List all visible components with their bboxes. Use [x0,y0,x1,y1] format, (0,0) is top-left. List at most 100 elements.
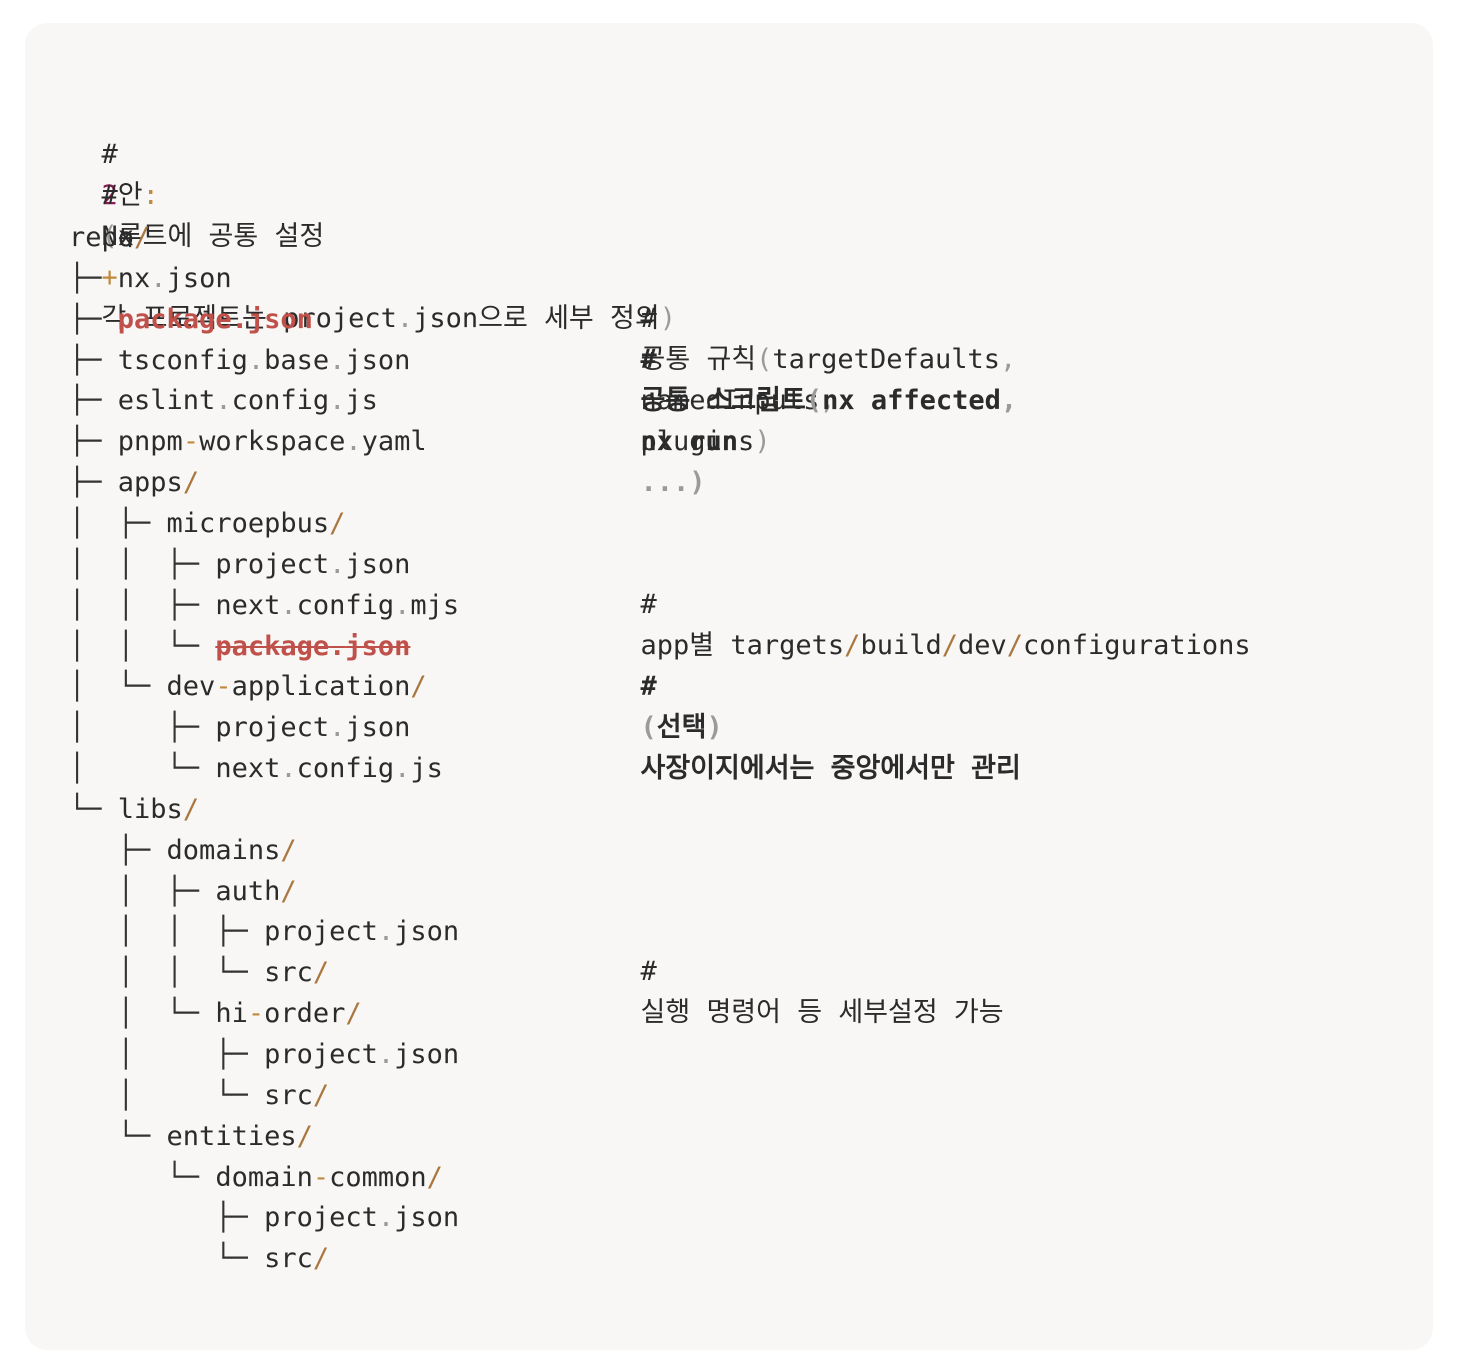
tree-item-name: src [264,1243,313,1275]
tree-line: ├─ project.json [69,1197,459,1238]
tree-item-name: microepbus [166,507,330,539]
comment-auth-project-json: # 실행 명령어 등 세부설정 가능 [608,910,1004,1028]
tree-item-name: eslint.config.js [117,385,378,417]
tree-connector: │ │ ├─ [69,589,216,621]
heading-text-a: 루트에 공통 설정 [117,221,325,252]
heading-line-1: # 2안: Nx [69,93,159,252]
slash: / [1006,630,1024,661]
open-paren: ( [640,712,657,743]
folder-slash: / [410,671,427,703]
tree-connector: │ │ ├─ [69,548,216,580]
tree-connector: └─ [69,1243,265,1275]
folder-slash: / [182,793,200,825]
heading-colon: : [142,180,159,211]
tree-connector: │ ├─ [69,507,167,539]
comment-hash: # [640,344,657,375]
close-paren: ) [659,303,676,334]
comment-text: 실행 명령어 등 세부설정 가능 [640,997,1004,1028]
tree-connector: │ └─ [69,1079,265,1111]
tree-connector: │ │ └─ [69,957,265,989]
command-2: nx run [640,426,739,457]
tree-line: │ └─ src/ [69,1075,329,1116]
tree-line: │ └─ hi-order/ [69,993,362,1034]
tree-connector: └─ [69,793,118,825]
tree-line: ├─ tsconfig.base.json [69,340,410,381]
tree-connector: │ │ └─ [69,630,216,662]
tree-item-name: src [264,1079,313,1111]
folder-slash: / [312,1243,330,1275]
comment-part-2: build [860,630,942,661]
comment-hash: # [640,671,657,702]
tree-item-name: package.json [117,303,313,335]
tree-line: ├─ package.json [69,299,313,340]
tree-item-name: package.json [215,630,411,662]
tree-item-name: libs [117,793,183,825]
tree-item-name: domain-common [215,1161,427,1193]
comment-nx-json: # 공통 규칙(targetDefaults, namedInputs, plu… [608,257,1017,457]
tree-line: │ └─ next.config.js [69,748,443,789]
folder-slash: / [296,1120,313,1152]
tree-connector: ├─ [69,1202,265,1234]
comment-hash: # [640,956,657,987]
tree-connector: │ └─ [69,671,167,703]
tree-line: ├─ nx.json [69,258,232,299]
comment-hash: # [101,139,118,170]
comment-item-2: namedInputs [640,385,820,416]
heading-line-2: # (루트에 공통 설정 + 각 프로젝트는 project.json으로 세부… [69,134,676,334]
comment-part-4: configurations [1023,630,1251,661]
plus-sign: + [101,262,118,293]
tree-connector: └─ [69,1161,216,1193]
tree-line: repo/ [69,217,150,258]
tree-line: │ │ └─ package.json [69,626,410,667]
tree-line: │ │ ├─ project.json [69,911,459,952]
tree-line: ├─ pnpm-workspace.yaml [69,421,427,462]
slash: / [844,630,861,661]
folder-slash: / [134,222,151,253]
tree-connector: ├─ [69,303,118,335]
tree-item-name: src [264,957,313,989]
folder-slash: / [280,875,297,907]
tree-item-name: nx.json [117,262,232,294]
folder-slash: / [329,507,346,539]
folder-slash: / [280,834,297,866]
tree-connector: ├─ [69,467,118,499]
tree-item-name: project.json [264,1202,460,1234]
ellipsis: ... [640,467,690,498]
tree-item-name: project.json [215,712,411,744]
comment-text: 공통 규칙 [640,344,757,375]
tree-line: ├─ domains/ [69,830,297,871]
tree-line: │ ├─ project.json [69,707,410,748]
command-1: nx affected [822,385,1001,416]
tree-line: └─ domain-common/ [69,1157,443,1198]
tree-line: │ ├─ auth/ [69,871,297,912]
open-paren: ( [101,221,118,252]
tree-item-name: tsconfig.base.json [117,344,411,376]
dot: . [396,303,414,334]
comment-hash: # [101,180,118,211]
comma: , [819,385,836,416]
folder-slash: / [345,998,362,1030]
tree-line: │ ├─ microepbus/ [69,503,345,544]
tree-item-name: project.json [215,548,411,580]
folder-slash: / [182,467,200,499]
tree-connector: ├─ [69,262,118,294]
tree-connector: ├─ [69,344,118,376]
code-block [25,23,1433,1350]
tree-line: │ │ └─ src/ [69,952,329,993]
comment-hash: # [640,303,657,334]
tree-item-name: repo [69,222,135,253]
tree-line: │ ├─ project.json [69,1034,459,1075]
comment-tag: 선택 [656,712,707,743]
tree-line: │ │ ├─ project.json [69,544,410,585]
heading-text-b: 각 프로젝트는 project [101,303,397,334]
comment-package-json: # 공통 스크립트(nx affected, nx run ...) [608,298,1018,498]
tree-line: └─ libs/ [69,789,199,830]
comment-part-3: dev [957,630,1007,661]
comment-text: 사장이지에서는 중앙에서만 관리 [640,753,1021,784]
heading-text-c: json으로 세부 정의 [413,303,660,334]
tree-line: │ │ ├─ next.config.mjs [69,585,459,626]
close-paren: ) [754,426,771,457]
tree-item-name: pnpm-workspace.yaml [117,426,427,458]
tree-item-name: next.config.js [215,753,443,785]
open-paren: ( [756,344,773,375]
